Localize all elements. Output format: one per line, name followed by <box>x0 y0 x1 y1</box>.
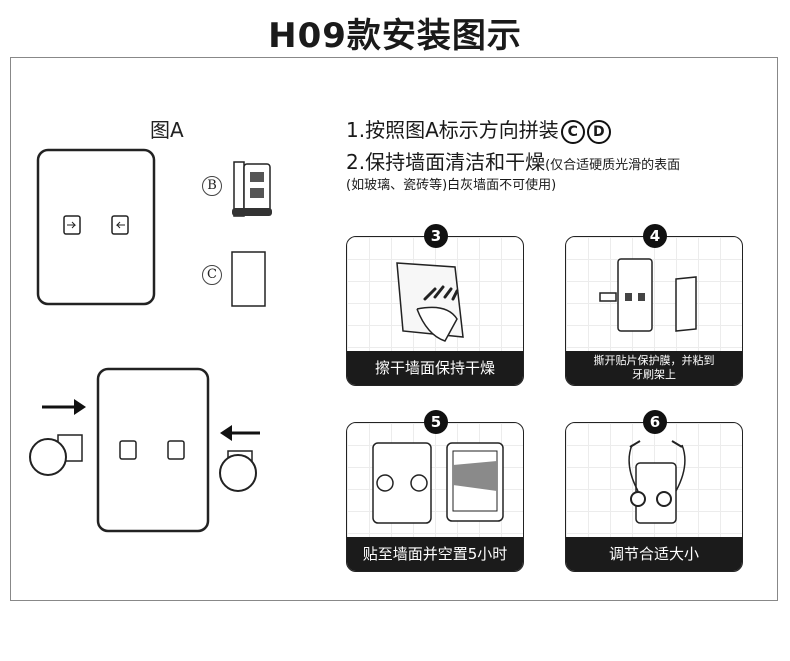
instruction-2-note: (仅合适硬质光滑的表面 <box>545 158 681 173</box>
instruction-2-text: 2.保持墙面清洁和干燥 <box>346 150 546 174</box>
holder-side-part <box>232 161 272 217</box>
step-3-card: 擦干墙面保持干燥 <box>346 236 524 386</box>
holder-front-diagram <box>36 148 156 306</box>
page-title: H09款安装图示 <box>268 16 522 56</box>
step-4-caption-line-1: 撕开贴片保护膜，并粘到 <box>593 354 715 367</box>
step-3-caption: 擦干墙面保持干燥 <box>347 351 523 385</box>
step-5-number: 5 <box>424 410 448 434</box>
step-6-caption: 调节合适大小 <box>566 537 742 571</box>
part-c-label: C <box>202 265 222 285</box>
part-b-label: B <box>202 176 222 196</box>
step-4-card: 撕开贴片保护膜，并粘到牙刷架上 <box>565 236 743 386</box>
step-5-caption: 贴至墙面并空置5小时 <box>347 537 523 571</box>
instruction-1-text: 1.按照图A标示方向拼装 <box>346 118 559 142</box>
adjust-size-illustration <box>628 440 686 524</box>
wipe-wall-illustration <box>396 262 464 342</box>
instruction-2: 2.保持墙面清洁和干燥(仅合适硬质光滑的表面 <box>346 146 680 175</box>
figure-a-label: 图A <box>150 118 184 142</box>
adhesive-pad-part <box>231 251 266 307</box>
instruction-3: (如玻璃、瓷砖等)白灰墙面不可使用) <box>346 178 557 193</box>
circle-c-label: C <box>560 120 585 144</box>
diagram-frame <box>10 57 778 601</box>
peel-film-illustration <box>599 258 697 332</box>
step-3-number: 3 <box>424 224 448 248</box>
step-6-card: 调节合适大小 <box>565 422 743 572</box>
step-4-caption-line-2: 牙刷架上 <box>632 368 676 381</box>
circle-d-label: D <box>586 120 611 144</box>
step-6-number: 6 <box>643 410 667 434</box>
assembly-diagram <box>29 367 260 533</box>
step-4-caption: 撕开贴片保护膜，并粘到牙刷架上 <box>566 351 742 385</box>
stick-to-wall-illustration <box>372 442 504 524</box>
step-5-card: 贴至墙面并空置5小时 <box>346 422 524 572</box>
step-4-number: 4 <box>643 224 667 248</box>
